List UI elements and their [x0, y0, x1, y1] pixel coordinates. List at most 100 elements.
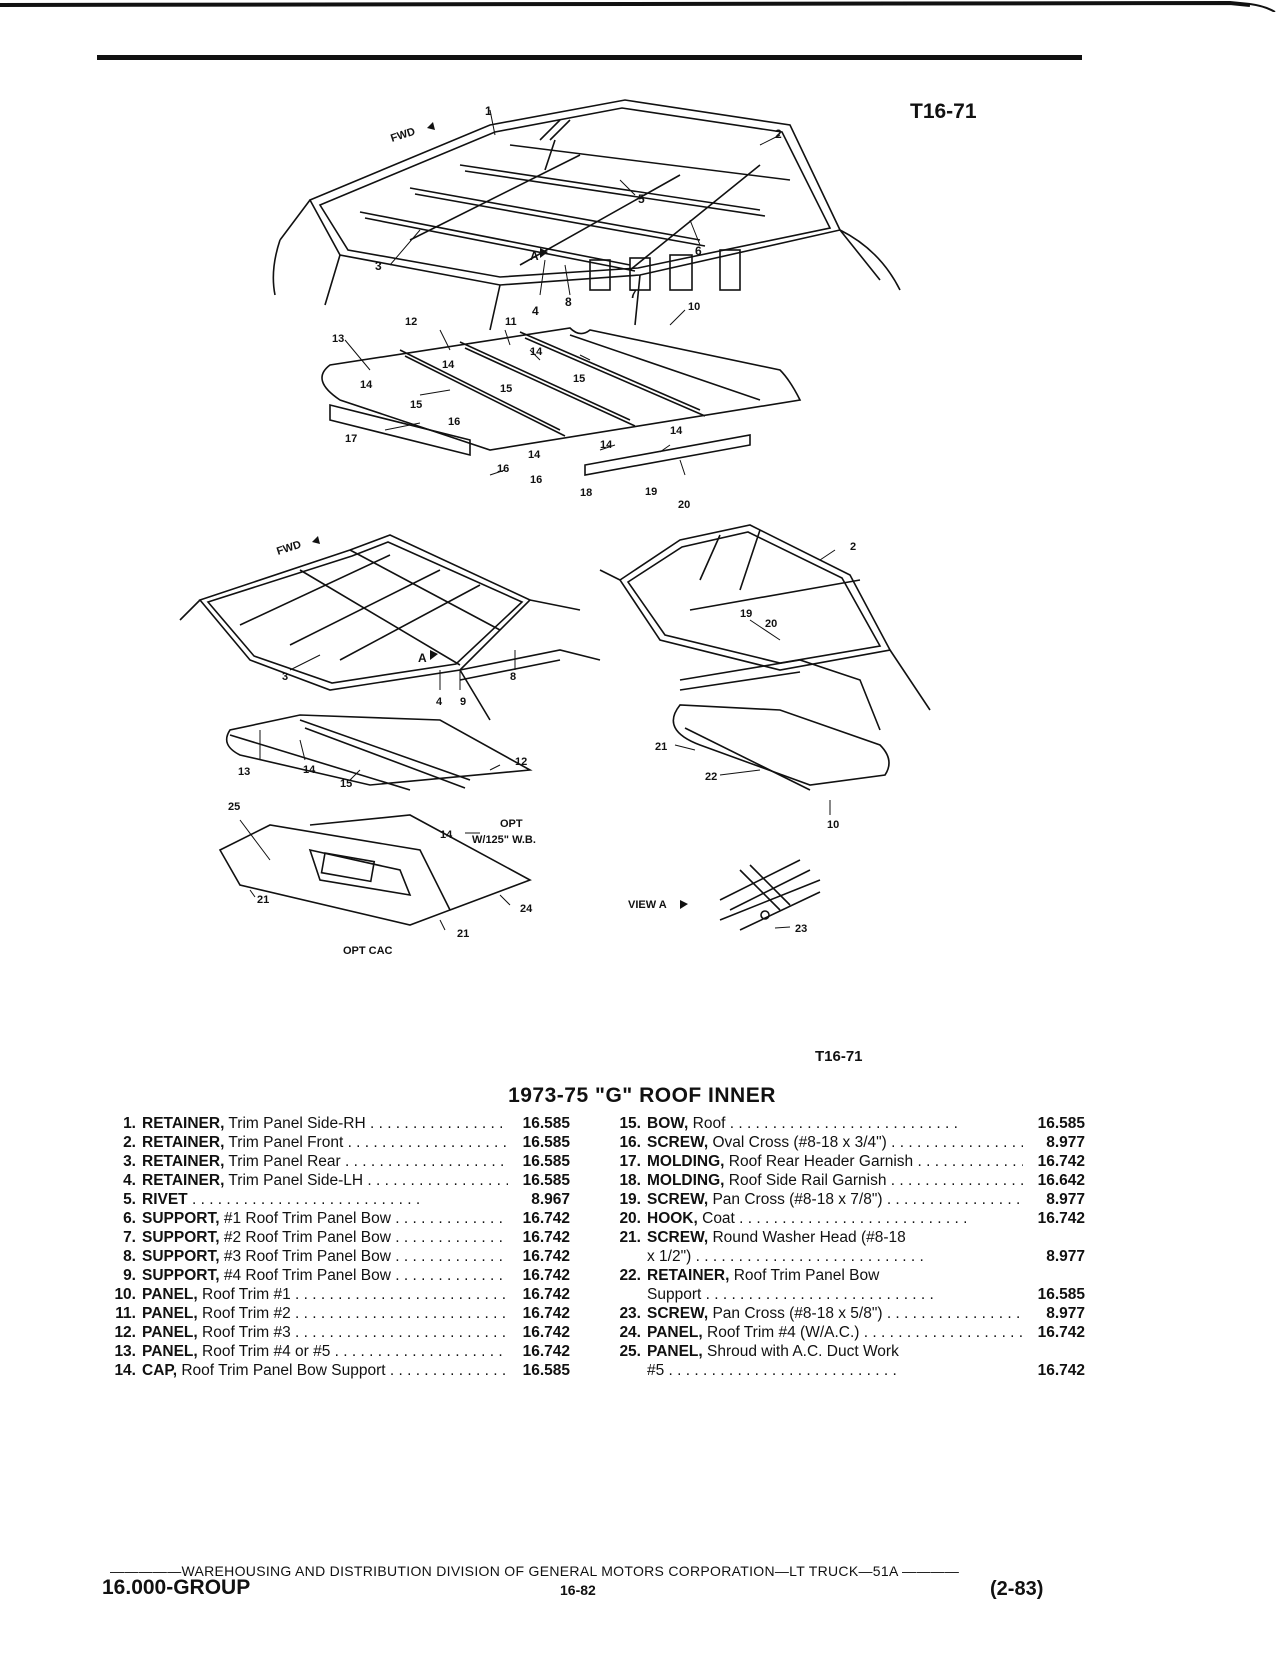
part-number: 9.	[123, 1267, 136, 1284]
part-group-code: 16.742	[1037, 1153, 1085, 1170]
dot-leader: . . . . . . . . . . . . . . . . . . . . …	[395, 1248, 508, 1265]
dot-leader: . . . . . . . . . . . . . . . . . . . . …	[395, 1210, 508, 1227]
view-a-label: VIEW A	[628, 899, 667, 911]
part-name: PANEL,	[142, 1305, 198, 1322]
callout-14-f: 14	[528, 449, 541, 461]
part-detail: Roof Trim #2	[197, 1305, 291, 1322]
callout-16-b: 16	[497, 463, 509, 475]
part-row: 25.PANEL, Shroud with A.C. Duct Work	[605, 1342, 1085, 1361]
part-detail: #3 Roof Trim Panel Bow	[219, 1248, 391, 1265]
top-trim-panels	[321, 327, 802, 476]
part-row: 10.PANEL, Roof Trim #1 . . . . . . . . .…	[100, 1285, 570, 1304]
part-name: RETAINER,	[142, 1134, 225, 1151]
callout-14-b: 14	[442, 359, 455, 371]
part-number: 11.	[115, 1305, 136, 1322]
callout-6: 6	[695, 244, 702, 258]
part-detail: Roof Trim Panel Bow Support	[177, 1362, 386, 1379]
top-border	[0, 0, 1276, 12]
shroud-duct-work	[218, 814, 532, 926]
part-description: SUPPORT, #1 Roof Trim Panel Bow . . . . …	[142, 1209, 508, 1228]
view-a-marker-middle: A	[418, 651, 427, 665]
callout-25: 25	[228, 801, 240, 813]
part-name: CAP,	[142, 1362, 178, 1379]
part-group-code: 16.585	[522, 1362, 570, 1379]
part-group-code: 16.742	[522, 1210, 570, 1227]
callout-19-top: 19	[645, 486, 657, 498]
part-group-code: 16.742	[522, 1267, 570, 1284]
part-description: PANEL, Roof Trim #4 (W/A.C.) . . . . . .…	[647, 1323, 1023, 1342]
dot-leader: . . . . . . . . . . . . . . . . . . . . …	[367, 1172, 508, 1189]
part-detail: Trim Panel Side-LH	[224, 1172, 364, 1189]
callout-10-middle: 10	[827, 819, 839, 831]
part-number: 8.	[123, 1248, 136, 1265]
callout-13-top: 13	[332, 333, 344, 345]
parts-list-left: 1. RETAINER, Trim Panel Side-RH . . . . .…	[100, 1114, 570, 1380]
part-name: MOLDING,	[647, 1153, 725, 1170]
callout-15-b: 15	[500, 383, 512, 395]
part-group-code: 16.642	[1037, 1172, 1085, 1189]
callout-2-top: 2	[775, 127, 782, 141]
part-name: PANEL,	[142, 1286, 198, 1303]
part-row: 9.SUPPORT, #4 Roof Trim Panel Bow . . . …	[100, 1266, 570, 1285]
part-row: 22.RETAINER, Roof Trim Panel Bow	[605, 1266, 1085, 1285]
part-detail: Roof Trim #1	[197, 1286, 291, 1303]
callout-24: 24	[520, 903, 533, 915]
callout-15-middle: 15	[340, 778, 352, 790]
part-number: 1.	[123, 1115, 136, 1132]
part-group-code: 16.585	[522, 1115, 570, 1132]
dot-leader: . . . . . . . . . . . . . . . . . . . . …	[395, 1267, 508, 1284]
footer-page-number: 16-82	[560, 1582, 596, 1598]
dot-leader: . . . . . . . . . . . . . . . . . . . . …	[344, 1153, 508, 1170]
part-number: 7.	[123, 1229, 136, 1246]
callout-4-top: 4	[532, 304, 539, 318]
dot-leader: . . . . . . . . . . . . . . . . . . . . …	[290, 1305, 508, 1322]
dot-leader: . . . . . . . . . . . . . . . . . . . . …	[664, 1362, 897, 1379]
part-row: 1. RETAINER, Trim Panel Side-RH . . . . .…	[100, 1114, 570, 1133]
part-detail: Coat	[697, 1210, 735, 1227]
footer-group: 16.000-GROUP	[102, 1576, 251, 1599]
callout-14-e: 14	[600, 439, 613, 451]
part-row: 13.PANEL, Roof Trim #4 or #5 . . . . . .…	[100, 1342, 570, 1361]
part-description: RETAINER, Trim Panel Side-RH . . . . . .…	[142, 1114, 508, 1133]
part-description: RETAINER, Trim Panel Front . . . . . . .…	[142, 1133, 508, 1152]
figure-code-bottom: T16-71	[815, 1048, 863, 1065]
view-a-detail	[719, 859, 821, 931]
part-number: 22.	[619, 1267, 641, 1284]
dot-leader: . . . . . . . . . . . . . . . . . . . . …	[886, 1305, 1023, 1322]
part-number: 14.	[114, 1362, 136, 1379]
part-group-code: 16.742	[1037, 1362, 1085, 1379]
part-number	[605, 1247, 647, 1266]
part-description: SUPPORT, #2 Roof Trim Panel Bow . . . . …	[142, 1228, 508, 1247]
fwd-arrows: FWD FWD A A	[275, 122, 548, 665]
part-description: PANEL, Shroud with A.C. Duct Work	[647, 1342, 1023, 1361]
part-detail: Roof Trim #3	[197, 1324, 291, 1341]
part-row: 12.PANEL, Roof Trim #3 . . . . . . . . .…	[100, 1323, 570, 1342]
callout-22: 22	[705, 771, 717, 783]
part-detail: Support	[647, 1286, 702, 1303]
part-number: 24.	[619, 1324, 641, 1341]
dot-leader: . . . . . . . . . . . . . . . . . . . . …	[891, 1134, 1023, 1151]
part-row: 24. PANEL, Roof Trim #4 (W/A.C.) . . . . …	[605, 1323, 1085, 1342]
part-detail: Roof Rear Header Garnish	[724, 1153, 914, 1170]
part-group-code: 8.977	[1046, 1305, 1085, 1322]
part-name: SUPPORT,	[142, 1229, 220, 1246]
middle-right-roof-frame	[599, 524, 931, 731]
part-description: RETAINER, Trim Panel Rear . . . . . . . …	[142, 1152, 508, 1171]
part-detail: Roof Trim #4 or #5	[197, 1343, 331, 1360]
callout-9: 9	[460, 696, 466, 708]
part-name: RETAINER,	[142, 1115, 225, 1132]
part-name: SCREW,	[647, 1229, 709, 1246]
part-description: Support . . . . . . . . . . . . . . . . …	[647, 1285, 1023, 1304]
callout-14-middle-a: 14	[303, 764, 316, 776]
part-row: 19.SCREW, Pan Cross (#8-18 x 7/8") . . .…	[605, 1190, 1085, 1209]
part-group-code: 16.742	[522, 1343, 570, 1360]
dot-leader: . . . . . . . . . . . . . . . . . . . . …	[734, 1210, 968, 1227]
part-description: MOLDING, Roof Rear Header Garnish . . . …	[647, 1152, 1023, 1171]
part-row: 8.SUPPORT, #3 Roof Trim Panel Bow . . . …	[100, 1247, 570, 1266]
dot-leader: . . . . . . . . . . . . . . . . . . . . …	[290, 1286, 508, 1303]
part-group-code	[1023, 1266, 1085, 1285]
view-a-marker-top: A	[530, 249, 539, 263]
part-detail: Shroud with A.C. Duct Work	[702, 1343, 899, 1360]
dot-leader: . . . . . . . . . . . . . . . . . . . . …	[863, 1324, 1023, 1341]
callout-5: 5	[638, 192, 645, 206]
